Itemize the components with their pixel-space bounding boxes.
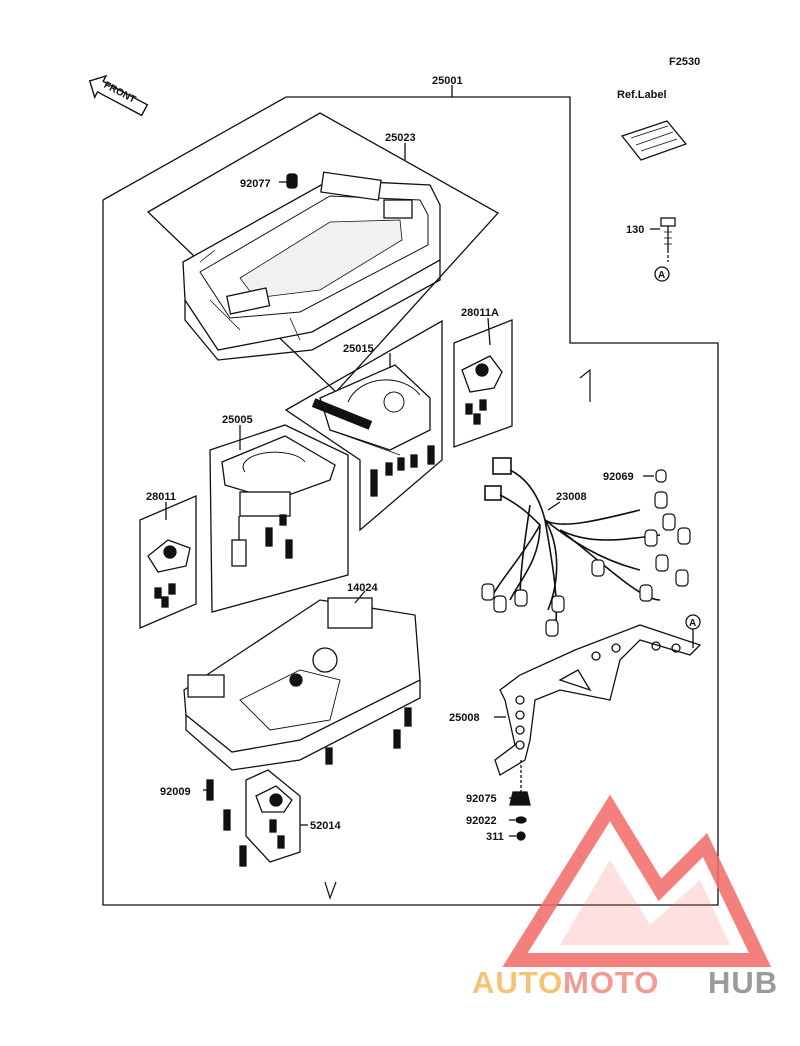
wire-harness-23008-icon [484,457,661,631]
part-label-92069: 92069 [603,471,634,483]
part-label-28011: 28011 [146,491,176,503]
part-label-25023: 25023 [385,132,416,144]
tachometer-icon [311,364,431,456]
nut-311-icon [516,831,526,841]
speedo-screws-icon [265,514,293,559]
part-label-25015: 25015 [343,343,374,355]
panel-28011-outline [139,495,197,629]
harness-bulbs-icon [481,469,691,637]
tach-screws-icon [370,445,435,497]
part-label-92009: 92009 [160,786,191,798]
part-label-25005: 25005 [222,414,253,426]
watermark-moto: MOTO [563,965,659,1000]
switch-28011-icon [147,539,191,608]
upper-mark: 1 [593,391,599,403]
part-label-25001: 25001 [432,75,463,87]
callout-a-top: A [658,270,665,281]
switch-28011a-icon [461,355,503,425]
part-label-25008: 25008 [449,712,480,724]
part-label-92075: 92075 [466,793,497,805]
panel-28011a-outline [453,319,513,448]
part-label-14024: 14024 [347,582,378,594]
bracket-25008-icon [494,624,702,776]
callout-a-circle-top [654,266,670,282]
assembly-outline [102,96,719,906]
watermark-auto: AUTO [472,965,563,1000]
grommet-92077-icon [286,173,298,189]
part-label-23008: 23008 [556,491,587,503]
panel-25015-outline [284,319,443,532]
ref-label-sticker-icon [620,120,688,161]
part-label-92022: 92022 [466,815,497,827]
lower-mark: V [326,887,334,899]
grommet-92075-icon [509,791,531,806]
callout-a-bottom: A [689,618,696,629]
part-label-130: 130 [626,224,644,236]
part-label-52014: 52014 [310,820,341,832]
part-label-92077: 92077 [240,178,271,190]
watermark-hub: HUB [708,965,778,1000]
watermark-triangle-icon [502,794,772,967]
panel-25005-outline [209,424,349,613]
meter-cover-icon [182,171,441,361]
washer-92022-icon [515,816,527,824]
figure-code: F2530 [669,56,700,68]
speedometer-icon [221,435,336,567]
bolt-130-icon [660,217,676,262]
part-label-311: 311 [486,831,504,843]
sensor-52014-icon [255,785,293,849]
lower-case-14024-icon [183,597,421,771]
front-arrow-icon [88,74,149,117]
part-label-28011a: 28011A [461,307,499,319]
ref-label-text: Ref.Label [617,89,667,101]
watermark-logo: AUTO MOTO HUB [472,794,778,1000]
panel-52014-outline [245,769,301,863]
